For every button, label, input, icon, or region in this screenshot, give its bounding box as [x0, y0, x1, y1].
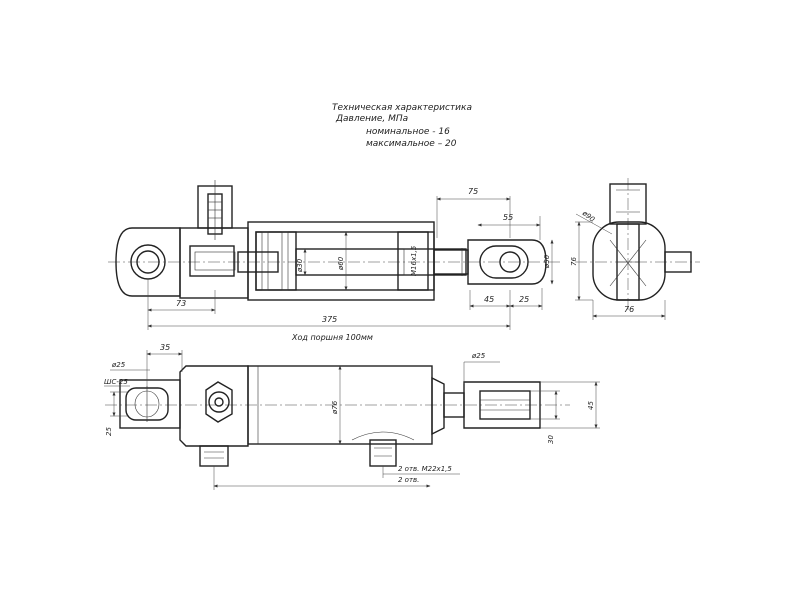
bottom-port-left — [199, 445, 229, 467]
dim-d76-body: ø76 — [331, 400, 339, 415]
dim-d90: ø90 — [580, 209, 597, 224]
holes-label: 2 отв. — [398, 476, 419, 484]
plan-head-block — [179, 365, 249, 447]
holes-m22-label: 2 отв. M22x1,5 — [398, 465, 452, 473]
spec-title: Техническая характеристика — [332, 103, 472, 113]
bearing-label: ШС-25 — [104, 378, 128, 386]
end-view: ø90 76 76 — [570, 178, 700, 320]
rear-eye-bore — [130, 244, 166, 280]
dim-m16: M16x1,5 — [410, 245, 418, 276]
spec-pressure: Давление, МПа — [335, 114, 408, 124]
dim-d30: ø30 — [296, 258, 304, 273]
dim-75-top: 75 — [468, 187, 478, 196]
dim-76-vertical: 76 — [570, 257, 578, 266]
dim-55: 55 — [503, 213, 513, 222]
spec-nominal: номинальное - 16 — [366, 127, 450, 137]
dim-25-vertical: 25 — [105, 427, 113, 436]
dim-45-right: 45 — [587, 401, 595, 410]
stroke-label: Ход поршня 100мм — [291, 333, 373, 342]
end-view-body — [592, 221, 666, 301]
dim-45-bottom: 45 — [484, 295, 494, 304]
dim-30-right: 30 — [547, 435, 555, 444]
dim-25-bottom: 25 — [519, 295, 529, 304]
spec-maximal: максимальное – 20 — [366, 139, 457, 149]
end-view-port — [664, 251, 692, 273]
plan-view: ø25 35 ШС-25 25 ø76 ø25 45 30 2 о — [104, 343, 600, 490]
section-view: 75 55 ø30 ø60 M16x1,5 ø50 45 25 73 375 Х… — [108, 180, 560, 342]
plan-port-hex — [205, 381, 233, 423]
dim-d50: ø50 — [543, 254, 551, 269]
dim-d25-rod: ø25 — [471, 352, 486, 360]
fork-pin-hole — [499, 251, 521, 273]
dim-76-horizontal: 76 — [624, 305, 634, 314]
rear-eye-lug — [115, 227, 181, 297]
dim-d60: ø60 — [337, 256, 345, 271]
dim-d25-left: ø25 — [111, 361, 126, 369]
rod-fork — [467, 239, 547, 285]
dim-73: 73 — [176, 299, 186, 308]
dim-375: 375 — [322, 315, 337, 324]
piston-rod — [295, 248, 467, 276]
specifications-block: Техническая характеристика Давление, МПа… — [332, 103, 472, 149]
port-fitting — [197, 180, 233, 240]
dim-35: 35 — [160, 343, 170, 352]
